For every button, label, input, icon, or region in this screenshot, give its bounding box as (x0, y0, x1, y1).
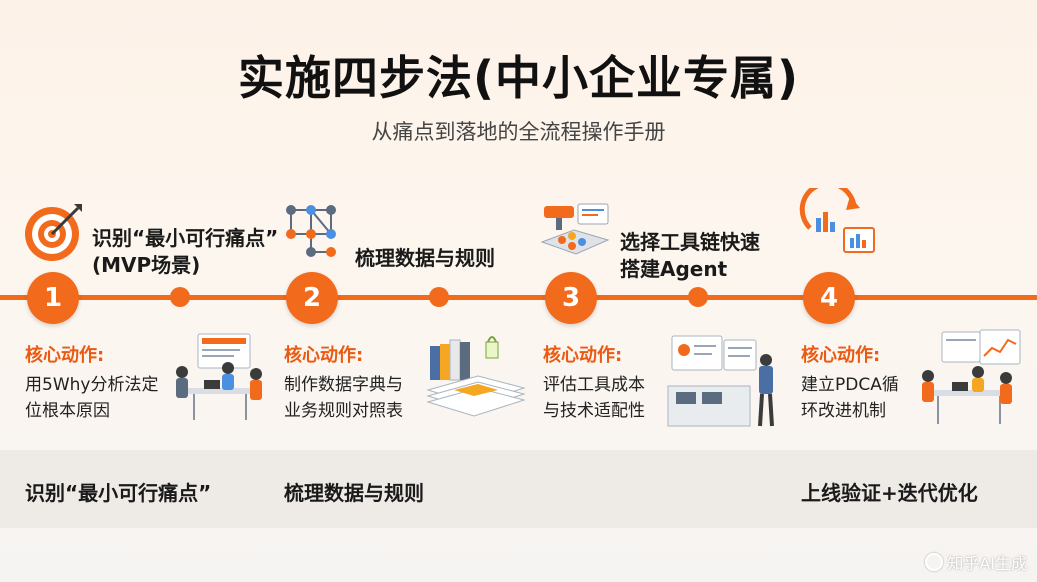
watermark: 知乎AI生成 (925, 550, 1027, 574)
timeline-dot (688, 287, 708, 307)
step-2-title: 梳理数据与规则 (355, 246, 495, 270)
step-3-title: 选择工具链快速 搭建Agent (620, 230, 760, 281)
documents-illustration (426, 336, 526, 417)
step-4-bottom-label: 上线验证+迭代优化 (801, 481, 978, 505)
step-4-number: 4 (803, 272, 855, 324)
step-1-number: 1 (27, 272, 79, 324)
timeline-line (0, 295, 1037, 300)
watermark-text: 知乎AI生成 (947, 554, 1027, 573)
timeline-dot (429, 287, 449, 307)
step-1-core-desc: 用5Why分析法定位根本原因 (25, 375, 159, 421)
step-2-core-label: 核心动作: (284, 345, 364, 366)
step-3-core-desc: 评估工具成本与技术适配性 (543, 375, 645, 421)
page-subtitle: 从痛点到落地的全流程操作手册 (371, 120, 666, 144)
step-2-core-desc: 制作数据字典与业务规则对照表 (284, 375, 403, 421)
step-4-core-desc: 建立PDCA循环改进机制 (801, 375, 899, 421)
team-illustration (922, 329, 1021, 424)
network-icon (286, 205, 336, 257)
timeline-dot (170, 287, 190, 307)
step-1-title: 识别“最小可行痛点” (MVP场景) (92, 226, 279, 277)
step-3-number: 3 (545, 272, 597, 324)
step-2-number: 2 (286, 272, 338, 324)
presenter-illustration (667, 335, 774, 427)
target-icon (25, 204, 82, 261)
meeting-illustration (176, 333, 262, 420)
cycle-chart-icon (799, 188, 875, 253)
step-2-bottom-label: 梳理数据与规则 (284, 481, 424, 505)
page-title: 实施四步法(中小企业专属) (237, 51, 800, 105)
toolchain-icon (540, 203, 610, 255)
step-1-core-label: 核心动作: (25, 345, 105, 366)
step-4-core-label: 核心动作: (801, 345, 881, 366)
watermark-logo-icon (925, 553, 944, 571)
step-3-core-label: 核心动作: (543, 345, 623, 366)
bottom-band (0, 450, 1037, 528)
step-1-bottom-label: 识别“最小可行痛点” (25, 481, 212, 505)
